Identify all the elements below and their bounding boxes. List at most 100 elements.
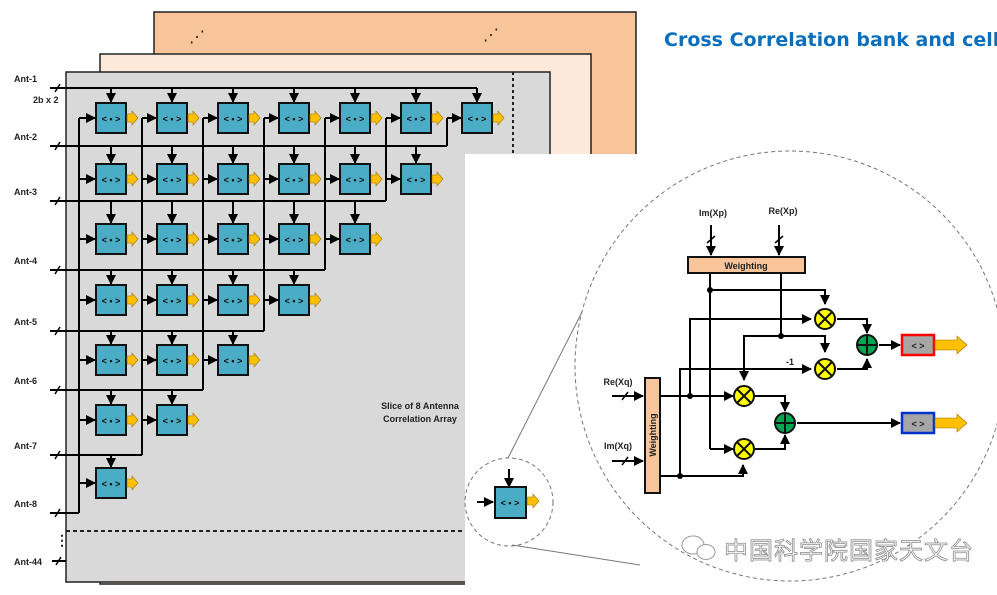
- cell-box: [217, 344, 249, 376]
- cell-output-arrow: [187, 292, 200, 308]
- antenna-label: Ant-3: [14, 187, 37, 197]
- cell-symbol: < • >: [102, 235, 121, 245]
- cell-output-arrow: [248, 352, 261, 368]
- zoom-connector-bottom: [511, 544, 641, 566]
- array-wiring: [50, 83, 477, 518]
- antenna-label: Ant-5: [14, 317, 37, 327]
- correlator-cell: < • >: [142, 331, 200, 376]
- antenna-label: Ant-8: [14, 499, 37, 509]
- cell-box: [95, 223, 127, 255]
- cell-symbol: < • >: [285, 114, 304, 124]
- cell-output-arrow: [248, 292, 261, 308]
- cell-symbol: < • >: [407, 114, 426, 124]
- correlator-cell: < • >: [142, 390, 200, 436]
- cell-symbol: < • >: [468, 114, 487, 124]
- antenna-label: Ant-1: [14, 74, 37, 84]
- output-imag: < >: [900, 411, 968, 435]
- cell-symbol: < • >: [163, 356, 182, 366]
- correlator-cell: < • >: [79, 390, 139, 436]
- bus-slash: [54, 83, 61, 93]
- bus-slash: [54, 196, 61, 206]
- cell-box: [95, 163, 127, 195]
- correlator-cell: < • >: [79, 270, 139, 316]
- cell-output-arrow: [492, 110, 505, 126]
- adder-imag: [774, 412, 796, 434]
- layer-ellipsis-right: ⋰: [483, 27, 499, 44]
- array-caption-line1: Slice of 8 Antenna: [381, 401, 460, 411]
- adder-real: [856, 334, 878, 356]
- correlator-cell: < • >: [79, 331, 139, 376]
- svg-text:< >: < >: [911, 341, 924, 351]
- bus-slash: [54, 265, 61, 275]
- cell-output-arrow: [126, 352, 139, 368]
- cell-symbol: < • >: [346, 175, 365, 185]
- cell-output-arrow: [370, 231, 383, 247]
- cell-box: [95, 344, 127, 376]
- cell-box: [95, 102, 127, 134]
- bus-slash: [54, 326, 61, 336]
- cell-output-arrow: [126, 412, 139, 428]
- input-im-xp: Im(Xp): [699, 208, 727, 218]
- antenna-label: Ant-2: [14, 132, 37, 142]
- junction-dots: [677, 287, 784, 479]
- cell-box: [339, 223, 371, 255]
- cell-box: [400, 163, 432, 195]
- cell-output-arrow: [431, 171, 444, 187]
- multiplier-1: [814, 308, 836, 330]
- correlator-cell: < • >: [142, 146, 200, 195]
- cell-symbol: < • >: [224, 356, 243, 366]
- antenna-label: Ant-7: [14, 441, 37, 451]
- negate-label: -1: [786, 357, 794, 367]
- cell-output-arrow: [187, 171, 200, 187]
- correlator-cell: < • >: [386, 146, 444, 195]
- svg-text:Weighting: Weighting: [724, 261, 767, 271]
- cell-symbol: < • >: [102, 114, 121, 124]
- cell-symbol: < • >: [285, 175, 304, 185]
- input-im-xq: Im(Xq): [604, 441, 632, 451]
- cell-box: [217, 163, 249, 195]
- cell-symbol: < • >: [163, 235, 182, 245]
- cell-symbol: < • >: [346, 235, 365, 245]
- cell-output-arrow: [187, 110, 200, 126]
- cell-output-arrow: [126, 475, 139, 491]
- weighting-block-top: Weighting: [687, 256, 806, 274]
- cell-box: [339, 102, 371, 134]
- correlator-cell: < • >: [264, 201, 322, 255]
- cell-symbol: < • >: [102, 175, 121, 185]
- cell-detail-schematic: [612, 225, 901, 477]
- correlator-cell: < • >: [203, 270, 261, 316]
- cell-symbol: < • >: [407, 175, 426, 185]
- antenna-label-last: Ant-44: [14, 557, 42, 567]
- bus-slash: [54, 450, 61, 460]
- wechat-icon: [681, 535, 716, 560]
- correlator-cell: < • >: [79, 455, 139, 499]
- cell-symbol: < • >: [102, 356, 121, 366]
- cell-symbol: < • >: [102, 296, 121, 306]
- cell-box: [278, 102, 310, 134]
- multiplier-3: [733, 385, 755, 407]
- cell-box: [339, 163, 371, 195]
- correlator-cell: < • >: [203, 146, 261, 195]
- cell-box: [156, 102, 188, 134]
- correlator-cell: < • >: [142, 201, 200, 255]
- cell-box: [400, 102, 432, 134]
- cell-symbol: < • >: [163, 114, 182, 124]
- correlator-cell: < • >: [325, 201, 383, 255]
- correlator-cell: < • >: [264, 146, 322, 195]
- zoom-connector-top: [507, 311, 583, 459]
- correlator-cell: < • >: [203, 88, 261, 134]
- multiplier-4: [733, 438, 755, 460]
- svg-text:< • >: < • >: [501, 498, 520, 508]
- cell-box: [217, 284, 249, 316]
- cell-box: [95, 404, 127, 436]
- cell-output-arrow: [309, 231, 322, 247]
- cell-symbol: < • >: [163, 296, 182, 306]
- antenna-label: Ant-6: [14, 376, 37, 386]
- cell-box: [278, 223, 310, 255]
- detail-panel-bg: [465, 154, 997, 595]
- correlator-cell: < • >: [142, 270, 200, 316]
- cell-output-arrow: [187, 231, 200, 247]
- cell-symbol: < • >: [163, 416, 182, 426]
